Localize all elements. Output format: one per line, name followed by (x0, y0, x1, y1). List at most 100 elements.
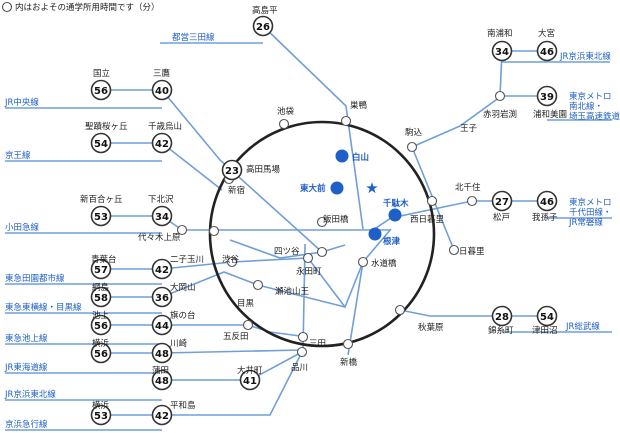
time-yokohama2: 53 (94, 411, 108, 422)
star-icon: ★ (365, 179, 378, 197)
svg-text:西日暮里: 西日暮里 (410, 214, 445, 225)
time-matsudo: 27 (495, 197, 509, 208)
svg-text:東京メトロ: 東京メトロ (569, 91, 612, 102)
time-kinshicho: 28 (495, 312, 509, 323)
time-hatanodai: 44 (155, 321, 169, 332)
keihin-south-line (162, 351, 303, 381)
time-heiwajima: 42 (155, 411, 169, 422)
svg-text:駒込: 駒込 (405, 127, 423, 138)
legend-text: 内はおよその通学所用時間です（分） (15, 2, 160, 13)
station-labels: 高島平 南浦和 大宮 国立 三鷹 聖蹟桜ヶ丘 千歳烏山 赤羽岩渕 浦和美園 池袋… (80, 5, 567, 411)
svg-text:飯田橋: 飯田橋 (323, 214, 349, 225)
station-sugamo (340, 115, 352, 127)
time-yokohama1: 56 (94, 349, 108, 360)
svg-text:津田沼: 津田沼 (532, 325, 558, 336)
svg-text:旗の台: 旗の台 (170, 310, 196, 321)
time-shinyurigaoka: 53 (94, 212, 108, 223)
svg-text:京王線: 京王線 (5, 150, 31, 161)
svg-text:目黒: 目黒 (237, 299, 255, 309)
svg-text:三田: 三田 (309, 339, 326, 349)
time-badges: 26 34 46 56 40 39 54 42 23 27 46 53 34 5… (90, 15, 558, 426)
time-urawa-misono: 39 (540, 92, 554, 103)
svg-text:JR京浜東北線: JR京浜東北線 (4, 389, 56, 400)
station-akabane (494, 90, 506, 102)
time-takashimadaira: 26 (256, 22, 270, 33)
campus-todaimae (330, 181, 344, 195)
svg-text:千歳烏山: 千歳烏山 (148, 121, 182, 132)
time-abiko: 46 (540, 197, 554, 208)
time-omiya: 46 (540, 47, 554, 58)
svg-text:都営三田線: 都営三田線 (172, 32, 215, 43)
station-suidobashi (357, 256, 369, 268)
svg-text:南浦和: 南浦和 (487, 28, 513, 39)
svg-text:新百合ヶ丘: 新百合ヶ丘 (80, 194, 123, 205)
svg-text:千代田線・: 千代田線・ (569, 207, 612, 218)
campus-nezu (368, 227, 382, 241)
svg-text:水道橋: 水道橋 (371, 258, 397, 269)
time-aobadai: 57 (94, 265, 108, 276)
station-akihabara (394, 304, 406, 316)
svg-text:京浜急行線: 京浜急行線 (5, 419, 48, 430)
svg-text:JR中央線: JR中央線 (4, 97, 39, 108)
station-gotanda (242, 319, 254, 331)
station-yotsuya (316, 246, 328, 258)
station-ikebukuro (278, 118, 290, 130)
svg-text:品川: 品川 (291, 363, 308, 373)
svg-text:松戸: 松戸 (493, 212, 510, 223)
svg-text:大井町: 大井町 (237, 365, 263, 376)
station-shibuya (226, 256, 238, 268)
inner-connector-3 (229, 239, 346, 259)
svg-text:日暮里: 日暮里 (459, 246, 485, 257)
svg-text:JR京浜東北線: JR京浜東北線 (559, 51, 611, 62)
tokaido-line (101, 349, 303, 354)
campus-hakusan (335, 149, 349, 163)
svg-text:王子: 王子 (460, 124, 478, 134)
station-mita (297, 331, 309, 343)
svg-text:JR東海道線: JR東海道線 (4, 362, 48, 373)
svg-text:横浜: 横浜 (92, 338, 110, 349)
toyoko-line (101, 271, 346, 308)
time-seiseki: 54 (94, 139, 108, 150)
time-chitose: 42 (155, 139, 169, 150)
time-tsudanuma: 54 (540, 312, 554, 323)
svg-text:東急池上線: 東急池上線 (5, 333, 48, 344)
campus-sendagi (388, 208, 402, 222)
svg-text:永田町: 永田町 (296, 266, 322, 277)
svg-text:浦和美園: 浦和美園 (533, 109, 567, 120)
svg-text:巣鴨: 巣鴨 (350, 100, 368, 111)
svg-text:瀬池山王: 瀬池山王 (275, 286, 310, 297)
station-iidabashi (316, 216, 328, 228)
svg-text:新宿: 新宿 (228, 185, 245, 196)
campus-label-todaimae: 東大前 (300, 183, 326, 194)
svg-text:大宮: 大宮 (538, 28, 555, 39)
time-oimachi: 41 (243, 376, 257, 387)
svg-text:錦糸町: 錦糸町 (488, 325, 514, 336)
station-yoyogi-uehara (208, 225, 220, 237)
time-kawasaki: 48 (155, 349, 169, 360)
legend-circle-icon (1, 1, 13, 13)
time-tsunashima: 58 (94, 293, 108, 304)
sobu-line (399, 309, 547, 317)
svg-text:代々木上原: 代々木上原 (138, 232, 181, 243)
svg-text:東急田園都市線: 東急田園都市線 (5, 273, 65, 284)
svg-text:横浜: 横浜 (92, 400, 110, 411)
station-nishi-nippori (426, 195, 438, 207)
time-shimokitazawa: 34 (155, 212, 169, 223)
svg-text:聖蹟桜ヶ丘: 聖蹟桜ヶ丘 (85, 121, 128, 132)
svg-text:高島平: 高島平 (252, 5, 278, 16)
svg-text:高田馬場: 高田馬場 (246, 164, 281, 175)
campus-label-nezu: 根津 (383, 236, 401, 247)
time-kamata: 48 (155, 376, 169, 387)
campus-label-hakusan: 白山 (352, 152, 369, 163)
svg-text:JR常磐線: JR常磐線 (568, 217, 603, 228)
time-mitaka: 40 (155, 86, 169, 97)
svg-text:池上: 池上 (92, 310, 110, 321)
svg-text:五反田: 五反田 (223, 331, 249, 342)
denentoshi-line (101, 257, 309, 270)
svg-text:渋谷: 渋谷 (222, 254, 240, 265)
keikyu-line (101, 351, 303, 416)
svg-text:南北線・: 南北線・ (569, 101, 603, 112)
time-minami-urawa: 34 (495, 47, 509, 58)
